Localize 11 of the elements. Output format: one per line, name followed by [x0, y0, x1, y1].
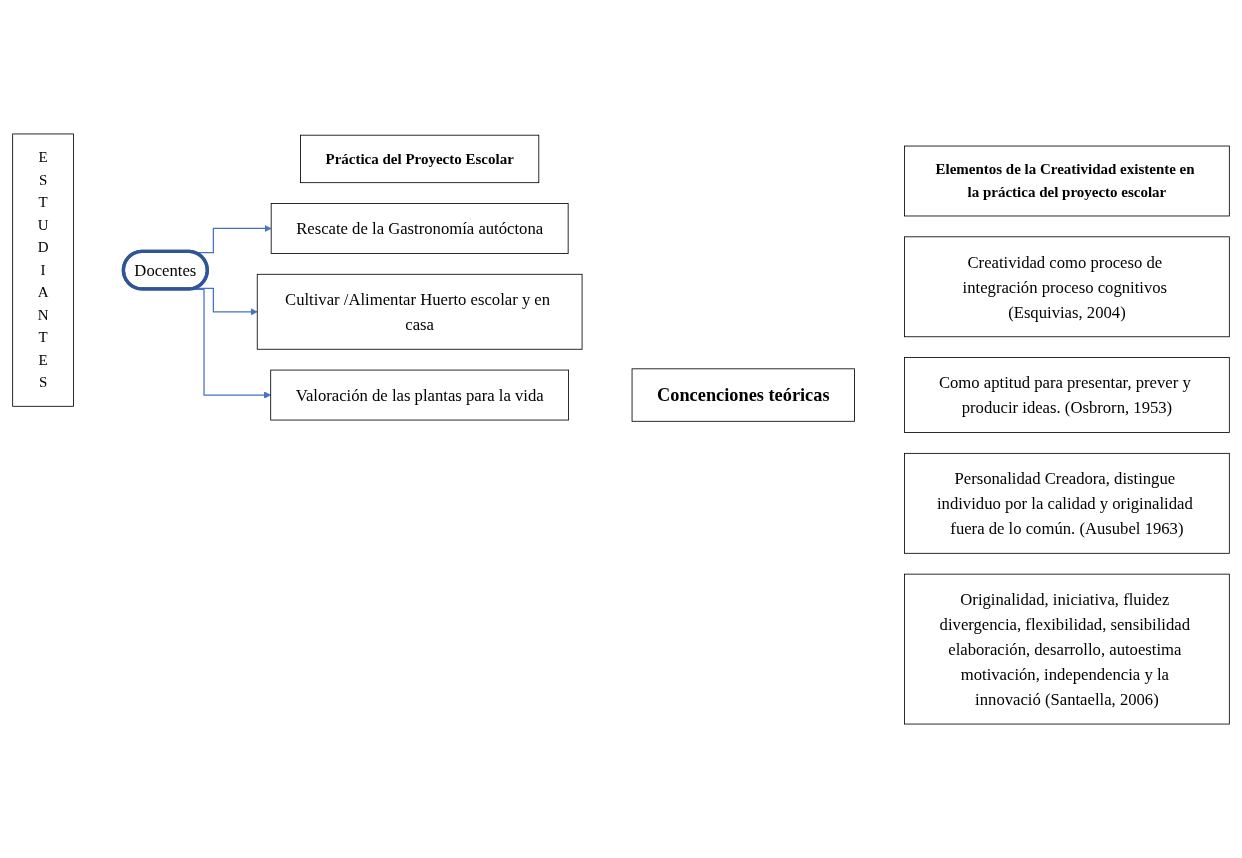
node-box: Personalidad Creadora, distingue individuo por la calidad y originalidad fuera de lo común. (Ausubel 1963)	[904, 452, 1230, 554]
node-box: Rescate de la Gastronomía autóctona	[270, 203, 569, 254]
node-box: Práctica del Proyecto Escolar	[300, 134, 540, 184]
node-box: Elementos de la Creatividad existente en la práctica del proyecto escolar	[904, 145, 1230, 217]
node-box: Creatividad como proceso de integración proceso cognitivos (Esquivias, 2004)	[904, 236, 1230, 338]
node-box: Como aptitud para presentar, prever y producir ideas. (Osbrorn, 1953)	[904, 357, 1230, 433]
node-box: Valoración de las plantas para la vida	[270, 369, 569, 421]
node-box: Cultivar /Alimentar Huerto escolar y en casa	[256, 273, 583, 350]
node-box: ESTUDIANTES	[12, 133, 74, 407]
node-box: Concenciones teóricas	[631, 368, 855, 422]
node-box: Originalidad, iniciativa, fluidez divergencia, flexibilidad, sensibilidad elaboración, desarrollo, autoestima motivación, independencia y la innovació (Santaella, 2006)	[904, 573, 1230, 725]
